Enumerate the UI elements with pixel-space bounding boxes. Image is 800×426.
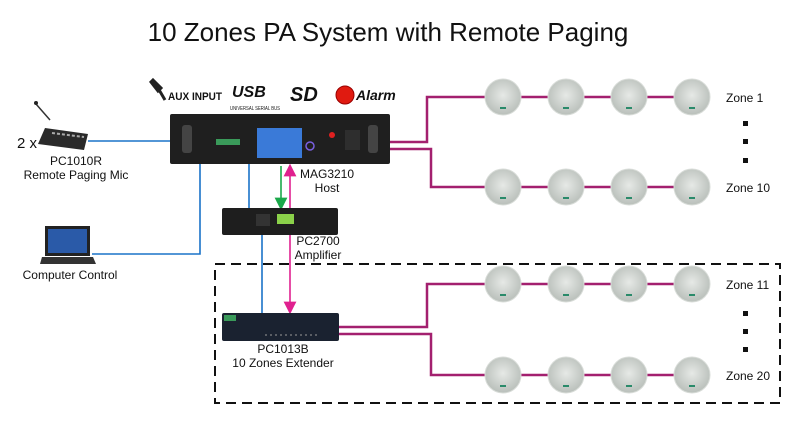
- speaker-led: [626, 385, 632, 387]
- alarm-icon: [335, 85, 355, 105]
- speaker-led: [689, 385, 695, 387]
- ceiling-speaker-icon: [484, 78, 522, 116]
- usb-sub-text: UNIVERSAL SERIAL BUS: [230, 106, 281, 112]
- zone-label: Zone 20: [726, 369, 770, 383]
- page-title: 10 Zones PA System with Remote Paging: [148, 17, 629, 47]
- speaker-led: [626, 294, 632, 296]
- ceiling-speaker-icon: [673, 356, 711, 394]
- host-desc: Host: [315, 181, 340, 195]
- extender-unit: [222, 313, 339, 341]
- ceiling-speaker-icon: [673, 265, 711, 303]
- host-unit: [170, 114, 390, 164]
- amplifier-desc: Amplifier: [295, 248, 342, 262]
- ceiling-speaker-icon: [547, 356, 585, 394]
- control-wires: [88, 140, 263, 315]
- speaker-led: [689, 197, 695, 199]
- zone-label: Zone 1: [726, 91, 764, 105]
- ceiling-speaker-icon: [610, 356, 648, 394]
- ceiling-speaker-icon: [484, 356, 522, 394]
- ceiling-speaker-icon: [547, 168, 585, 206]
- mic-qty: 2 x: [17, 135, 38, 152]
- mic-model: PC1010R: [50, 154, 102, 168]
- speaker-led: [500, 294, 506, 296]
- aux-plug-icon: [149, 77, 167, 101]
- ceiling-speaker-icon: [484, 168, 522, 206]
- ceiling-speaker-icon: [610, 78, 648, 116]
- paging-mic: [34, 101, 88, 150]
- zone-label: Zone 11: [726, 278, 769, 292]
- laptop-icon: [40, 226, 96, 264]
- speaker-led: [500, 197, 506, 199]
- aux-input-logo: AUX INPUT: [168, 91, 222, 103]
- ceiling-speaker-icon: [547, 265, 585, 303]
- ceiling-speaker-icon: [610, 265, 648, 303]
- speaker-led: [563, 107, 569, 109]
- speaker-led: [500, 107, 506, 109]
- sd-logo: SD: [290, 84, 318, 106]
- alarm-logo: Alarm: [355, 87, 396, 103]
- computer-label: Computer Control: [23, 268, 118, 282]
- speaker-led: [563, 385, 569, 387]
- extender-model: PC1013B: [257, 342, 308, 356]
- host-model: MAG3210: [300, 167, 354, 181]
- ceiling-speaker-icon: [484, 265, 522, 303]
- mic-desc: Remote Paging Mic: [24, 168, 129, 182]
- speaker-led: [500, 385, 506, 387]
- speaker-led: [626, 107, 632, 109]
- ceiling-speaker-icon: [547, 78, 585, 116]
- speaker-led: [563, 294, 569, 296]
- ceiling-speaker-icon: [610, 168, 648, 206]
- speaker-wires: [338, 95, 700, 377]
- extender-desc: 10 Zones Extender: [232, 356, 333, 370]
- ellipsis-dots: [743, 121, 748, 352]
- speaker-led: [626, 197, 632, 199]
- ceiling-speaker-icon: [673, 78, 711, 116]
- amplifier-unit: [222, 208, 338, 235]
- speaker-led: [689, 294, 695, 296]
- speaker-led: [563, 197, 569, 199]
- speaker-led: [689, 107, 695, 109]
- speakers: [484, 78, 711, 394]
- ceiling-speaker-icon: [673, 168, 711, 206]
- zone-label: Zone 10: [726, 181, 770, 195]
- amplifier-model: PC2700: [296, 234, 340, 248]
- feature-logos: AUX INPUT USB UNIVERSAL SERIAL BUS SD Al…: [149, 77, 396, 112]
- usb-logo: USB: [232, 84, 266, 101]
